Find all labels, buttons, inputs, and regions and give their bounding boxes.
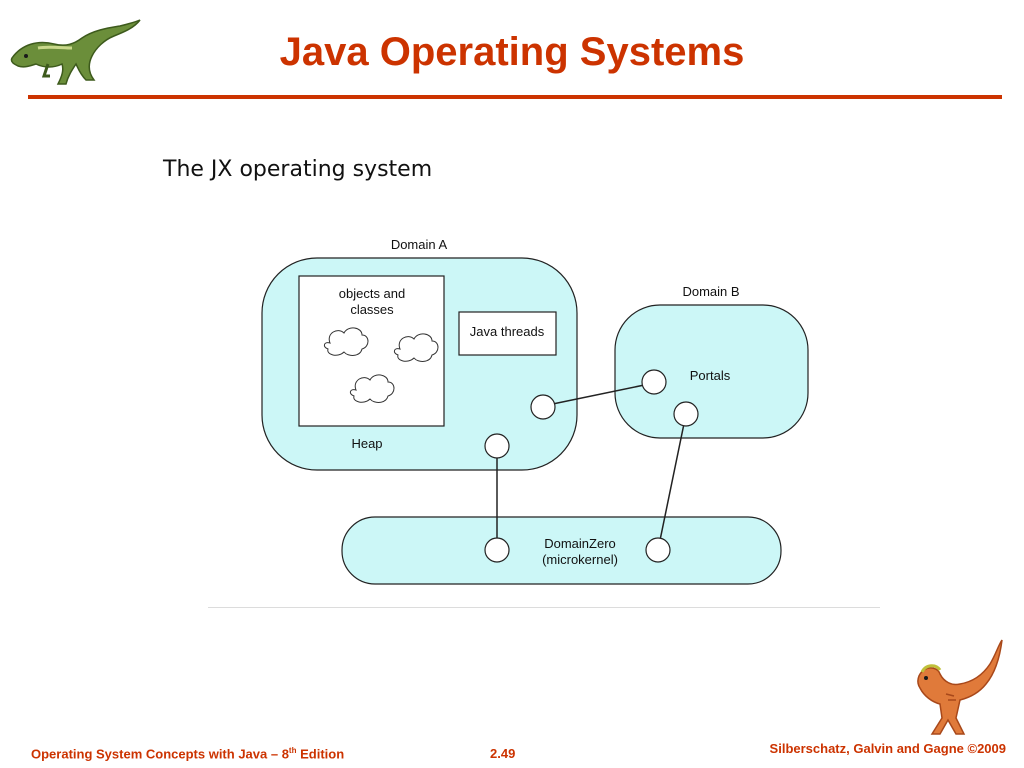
heap-label: Heap [351,436,382,451]
footer-page-number: 2.49 [490,746,516,761]
domain-b-shape [614,304,809,439]
slide-subtitle: The JX operating system [163,157,433,182]
portals-label: Portals [690,368,731,383]
footer-course-title-suffix: Edition [296,746,345,762]
heap-box-label-line1: objects and [339,286,406,301]
object-cloud-icon [349,374,395,403]
domain-zero-shape [341,516,782,585]
connector-line [657,413,687,551]
portal-circle [673,401,699,427]
heap-box-label-line2: classes [350,302,394,317]
portal-circle [645,537,671,563]
portal-circle [530,394,556,420]
object-cloud-icon [393,333,439,362]
slide-title: Java Operating Systems [279,30,745,74]
dinosaur-logo-icon [10,19,141,85]
jx-diagram: Domain A objects and classes Java thread… [261,237,809,585]
footer-course-title: Operating System Concepts with Java – 8t… [31,746,344,761]
portal-circle [484,537,510,563]
domain-b-label: Domain B [682,284,739,299]
object-cloud-icon [323,327,369,356]
domain-a-label: Domain A [391,237,448,252]
dinosaur-mascot-icon [917,639,1003,735]
footer-authors: Silberschatz, Galvin and Gagne ©2009 [769,741,1006,756]
java-threads-label: Java threads [470,324,545,339]
portal-circle [484,433,510,459]
domain-zero-label-line1: DomainZero [544,536,616,551]
java-threads-box [458,311,557,356]
title-divider [28,95,1002,99]
connector-line [542,382,655,407]
footer-course-title-prefix: Operating System Concepts with Java – 8 [31,746,289,762]
domain-zero-label-line2: (microkernel) [542,552,618,567]
diagram-divider [208,607,880,608]
portal-circle [641,369,667,395]
footer-course-title-sup: th [288,746,297,755]
